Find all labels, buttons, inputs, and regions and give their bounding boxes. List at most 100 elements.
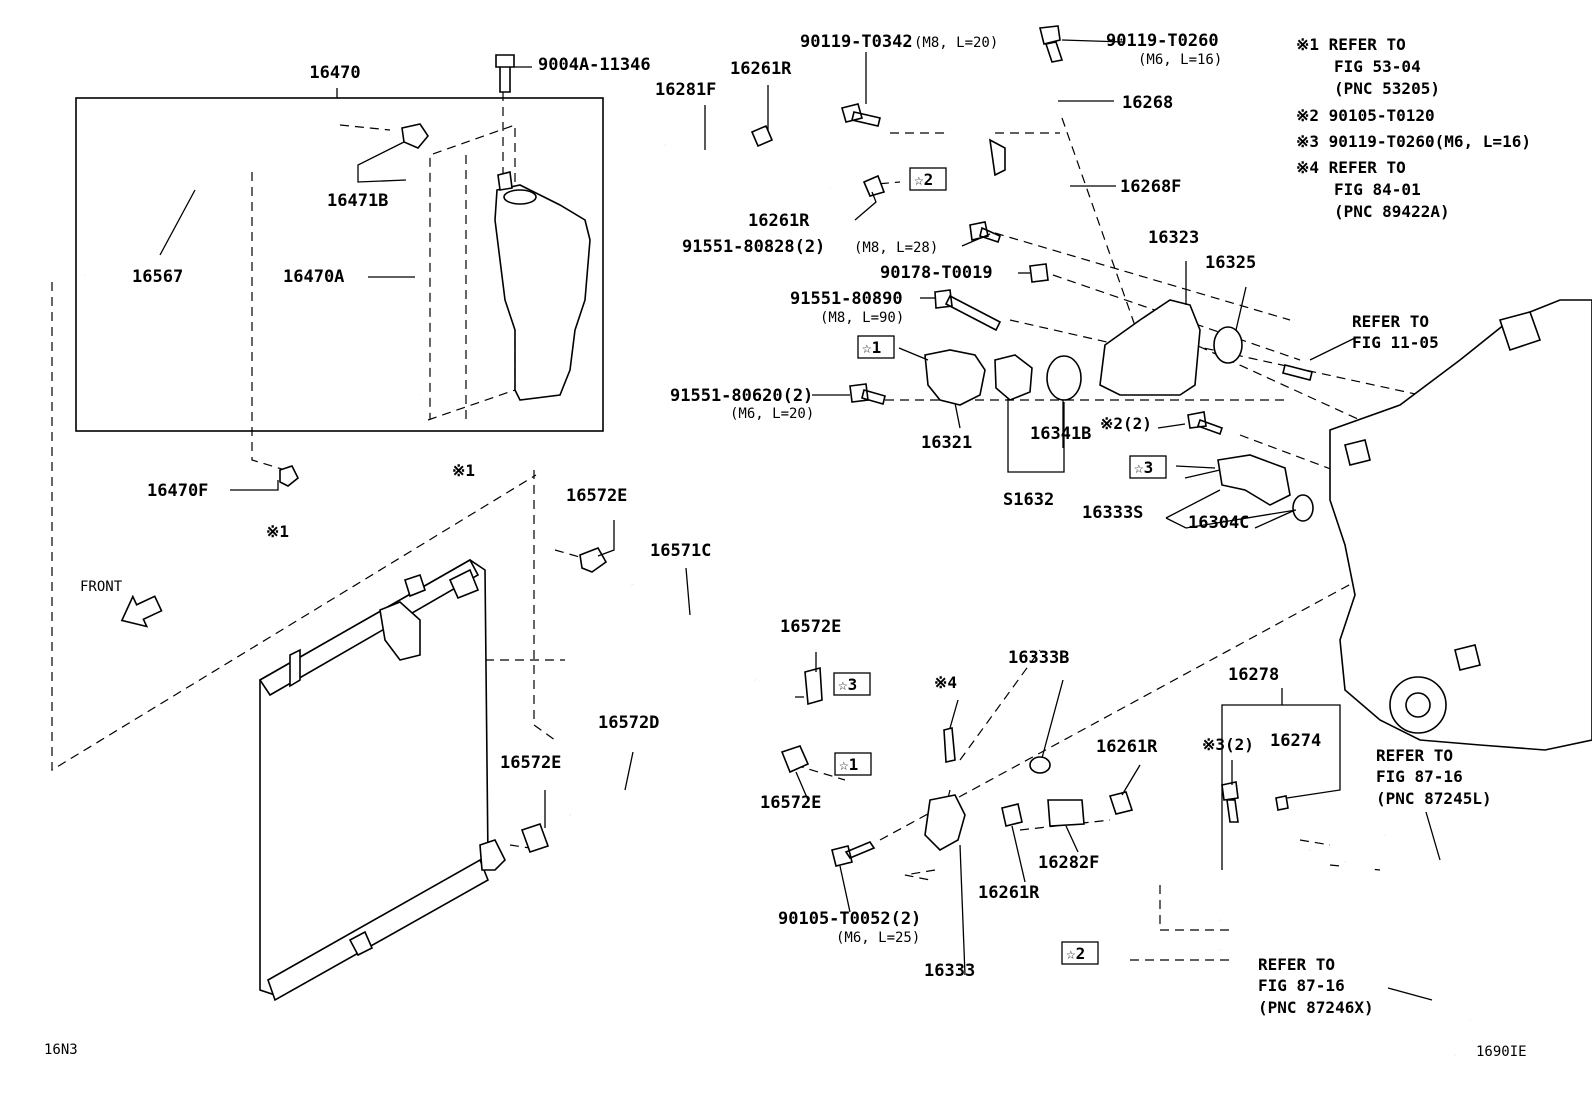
hose-16282F: [1047, 799, 1085, 827]
star-3-box-left: [833, 672, 871, 696]
label-ref-3-qty: ※3(2): [1202, 735, 1254, 754]
label-16567: 16567: [132, 267, 183, 287]
label-16261R-upper: 16261R: [748, 211, 810, 231]
sensor-89422A: [943, 726, 956, 763]
clip-16470F: [279, 465, 300, 487]
clamp-16572E-c: [780, 745, 810, 774]
water-outlet-16323: [1099, 299, 1201, 396]
reservoir-group-frame: [75, 97, 604, 432]
label-star-1-lower: ☆1: [839, 755, 858, 774]
clamp-16572E-a: [579, 547, 608, 573]
star-2-box-lower: [1061, 941, 1099, 965]
label-star-3-right: ☆3: [1134, 458, 1153, 477]
label-16572D: 16572D: [598, 713, 659, 733]
label-16470: 16470: [309, 63, 360, 83]
label-90119-T0260-spec: (M6, L=16): [1138, 52, 1222, 68]
label-91551-80620-spec: (M6, L=20): [730, 406, 814, 422]
fitting-16333S: [1217, 454, 1291, 506]
label-diagram-code: 16N3: [44, 1042, 78, 1058]
gasket-16325: [1213, 326, 1243, 364]
label-refer-87246X-c: (PNC 87246X): [1258, 998, 1374, 1017]
label-16278: 16278: [1228, 665, 1279, 685]
note-4-line-1: ※4 REFER TO: [1296, 158, 1406, 177]
label-16333: 16333: [924, 961, 975, 981]
clamp-16572E-b: [804, 666, 823, 706]
radiator: [258, 558, 506, 1002]
leader-lines: [159, 39, 1441, 1001]
label-91551-80890-spec: (M8, L=90): [820, 310, 904, 326]
note-3-line-1: ※3 90119-T0260(M6, L=16): [1296, 132, 1531, 151]
label-figure-id: 1690IE: [1476, 1044, 1527, 1060]
label-ref-1-left: ※1: [266, 522, 289, 541]
front-arrow-icon: [120, 594, 163, 628]
label-16282F: 16282F: [1038, 853, 1099, 873]
clamp-16261R-upper: [750, 124, 774, 148]
notes-legend: ※1 REFER TO FIG 53-04 (PNC 53205) ※2 901…: [1296, 35, 1531, 221]
overflow-hose-16567: [84, 124, 341, 276]
bolt-90119-T0260: [1039, 25, 1064, 63]
label-90178-T0019: 90178-T0019: [880, 263, 993, 283]
label-16333S: 16333S: [1082, 503, 1143, 523]
bolt-91551-80828: [969, 221, 1001, 244]
label-90105-T0052: 90105-T0052(2): [778, 909, 921, 929]
bolt-90119-T0260-lower: [1221, 781, 1239, 823]
label-16325: 16325: [1205, 253, 1256, 273]
clip-16274: [1275, 795, 1289, 811]
bolt-9004A-11346: [495, 54, 515, 93]
engine-block: [1329, 299, 1592, 751]
clamp-16261R-lower-b: [1108, 791, 1134, 815]
label-91551-80620: 91551-80620(2): [670, 386, 813, 406]
star-1-box-lower: [834, 752, 872, 776]
label-refer-87245L-b: FIG 87-16: [1376, 767, 1463, 786]
reservoir-tank: [494, 184, 591, 401]
label-91551-80828: 91551-80828(2): [682, 237, 825, 257]
water-inlet-16333: [924, 794, 966, 851]
label-16268F: 16268F: [1120, 177, 1181, 197]
star-2-box-upper: [909, 167, 947, 191]
part-shapes: [83, 25, 1592, 1060]
label-star-1-upper: ☆1: [862, 338, 881, 357]
bolt-90119-T0342: [841, 103, 881, 127]
clamp-16572E-d: [520, 822, 550, 854]
bolt-90105-T0120: [1187, 411, 1224, 436]
nut-90178-T0019: [1029, 263, 1049, 283]
label-90119-T0260: 90119-T0260: [1106, 31, 1219, 51]
label-16470F: 16470F: [147, 481, 208, 501]
label-16572E-c: 16572E: [500, 753, 561, 773]
label-star-2-upper: ☆2: [914, 170, 933, 189]
label-refer-87246X-a: REFER TO: [1258, 955, 1335, 974]
label-90119-T0342: 90119-T0342: [800, 32, 913, 52]
label-16471B: 16471B: [327, 191, 388, 211]
label-front: FRONT: [80, 579, 123, 595]
label-9004A-11346: 9004A-11346: [538, 55, 651, 75]
clamp-16261R-lower-a: [1001, 803, 1023, 827]
label-16261R-lower: 16261R: [978, 883, 1040, 903]
gasket-16341B: [1046, 355, 1082, 401]
note-4-line-2: FIG 84-01: [1334, 180, 1421, 199]
bolt-91551-80890: [934, 289, 1002, 332]
clamp-16261R-mid: [862, 174, 886, 197]
label-91551-80828-spec: (M8, L=28): [854, 240, 938, 256]
label-16304C: 16304C: [1188, 513, 1249, 533]
bolt-90105-T0052: [831, 841, 876, 867]
label-16572E-a: 16572E: [566, 486, 627, 506]
label-ref-4: ※4: [934, 673, 957, 692]
note-4-line-3: (PNC 89422A): [1334, 202, 1450, 221]
label-16321: 16321: [921, 433, 972, 453]
label-91551-80890: 91551-80890: [790, 289, 903, 309]
note-1-line-1: ※1 REFER TO: [1296, 35, 1406, 54]
label-ref-1-mid: ※1: [452, 461, 475, 480]
label-16274: 16274: [1270, 731, 1321, 751]
part-labels: 16470 9004A-11346 16471B 16567 16470A 16…: [44, 31, 1527, 1060]
gasket-16333B: [1029, 756, 1051, 774]
label-16323: 16323: [1148, 228, 1199, 248]
note-1-line-2: FIG 53-04: [1334, 57, 1421, 76]
label-star-2-lower: ☆2: [1066, 944, 1085, 963]
label-refer-87245L-c: (PNC 87245L): [1376, 789, 1492, 808]
label-16572E-d: 16572E: [760, 793, 821, 813]
label-16341B: 16341B: [1030, 424, 1091, 444]
thermostat-S1632: [994, 354, 1033, 401]
label-16571C: 16571C: [650, 541, 711, 561]
